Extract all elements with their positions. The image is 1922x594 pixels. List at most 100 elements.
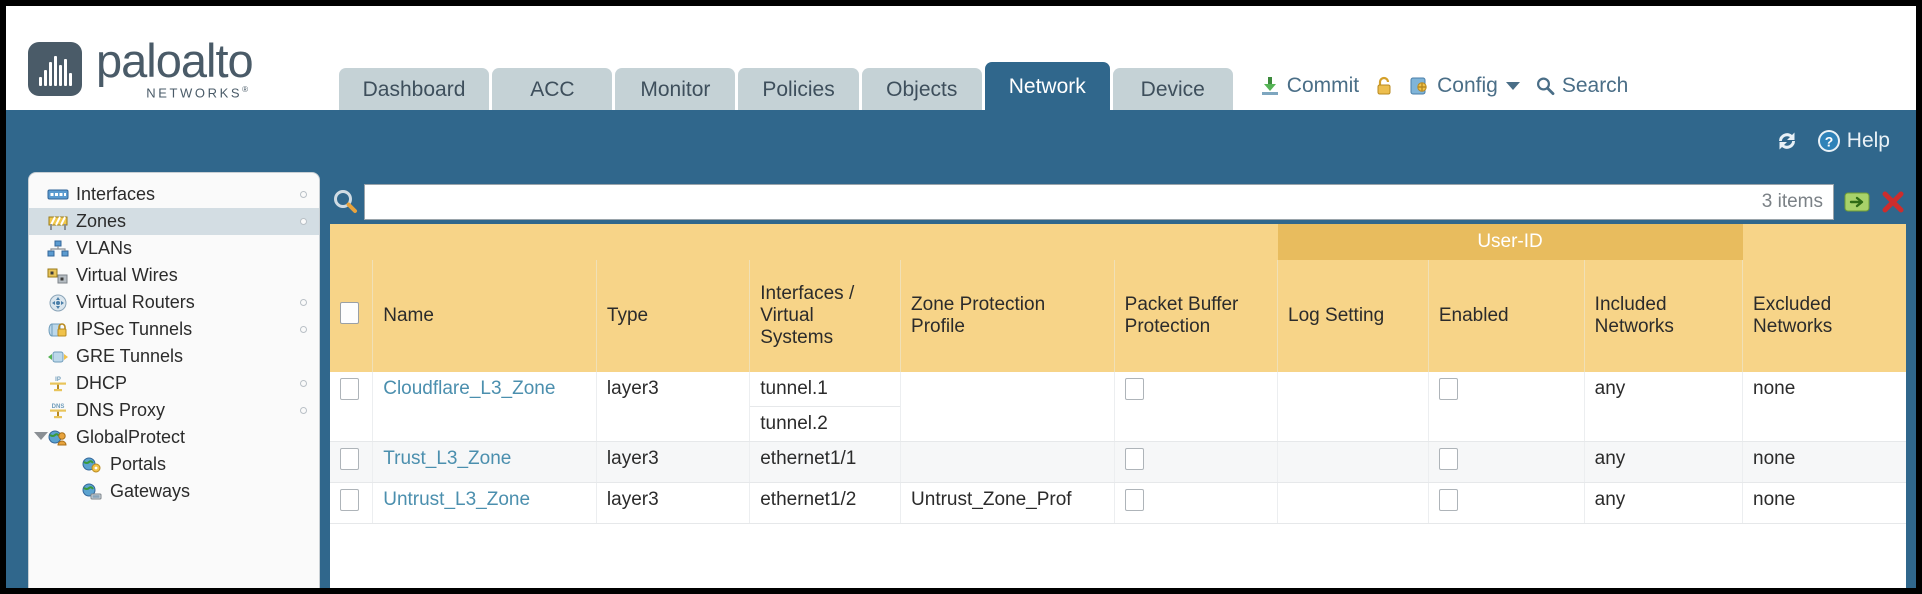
column-header-userid-enabled[interactable]: Enabled: [1427, 260, 1585, 372]
zone-interfaces-cell: ethernet1/1: [749, 441, 901, 483]
brand-name: paloalto: [96, 33, 254, 87]
ipsec-tunnels-icon: [47, 321, 69, 339]
tab-acc[interactable]: ACC: [492, 68, 613, 110]
sidebar-item-dhcp[interactable]: IP DHCP: [29, 370, 319, 397]
sidebar-item-globalprotect[interactable]: GlobalProtect: [29, 424, 319, 451]
userid-enabled-checkbox[interactable]: [1438, 378, 1458, 400]
sub-bar: ? Help: [6, 110, 1916, 172]
zone-name-link[interactable]: Untrust_L3_Zone: [383, 489, 531, 510]
gateways-icon: [81, 483, 103, 501]
column-header-zone-protection-profile[interactable]: Zone Protection Profile: [900, 260, 1115, 372]
row-checkbox[interactable]: [340, 378, 359, 400]
refresh-icon[interactable]: [1774, 128, 1800, 154]
commit-label: Commit: [1286, 74, 1360, 97]
apply-filter-button[interactable]: [1844, 189, 1870, 215]
zone-name-link[interactable]: Cloudflare_L3_Zone: [383, 378, 556, 399]
packet-buffer-protection-checkbox[interactable]: [1124, 378, 1144, 400]
column-header-type[interactable]: Type: [595, 260, 750, 372]
sidebar-item-label: Virtual Routers: [76, 292, 195, 312]
packet-buffer-protection-checkbox[interactable]: [1124, 489, 1144, 511]
included-networks-cell: any: [1583, 482, 1743, 524]
tab-objects[interactable]: Objects: [861, 68, 982, 110]
column-header-interfaces[interactable]: Interfaces / Virtual Systems: [749, 260, 901, 372]
sidebar-item-dns-proxy[interactable]: DNS DNS Proxy: [29, 397, 319, 424]
main-nav-tabs: Dashboard ACC Monitor Policies Objects N…: [338, 6, 1233, 110]
column-header-excluded-networks[interactable]: Excluded Networks: [1742, 260, 1906, 372]
sidebar-item-zones[interactable]: Zones: [29, 208, 319, 235]
sidebar-item-gateways[interactable]: Gateways: [29, 478, 319, 505]
zone-protection-profile-cell: [900, 372, 1115, 442]
interface-entry: tunnel.1: [750, 372, 901, 407]
search-icon: [1534, 75, 1556, 97]
commit-button[interactable]: Commit: [1259, 74, 1359, 98]
page-body: Interfaces Zones: [6, 172, 1916, 588]
tab-dashboard[interactable]: Dashboard: [338, 68, 490, 110]
dns-proxy-icon: DNS: [47, 402, 69, 420]
userid-enabled-checkbox[interactable]: [1438, 448, 1458, 470]
sidebar-item-virtual-routers[interactable]: Virtual Routers: [29, 289, 319, 316]
zone-name-cell: Untrust_L3_Zone: [372, 482, 597, 524]
zones-table: User-ID Name Type Interfaces / Virtual S…: [330, 224, 1906, 588]
column-header-included-networks[interactable]: Included Networks: [1583, 260, 1743, 372]
sidebar-item-interfaces[interactable]: Interfaces: [29, 181, 319, 208]
gre-tunnels-icon: [47, 348, 69, 366]
sidebar-item-label: VLANs: [76, 238, 133, 258]
sidebar-item-vlans[interactable]: VLANs: [29, 235, 319, 262]
sidebar-item-label: IPSec Tunnels: [76, 319, 193, 339]
clear-filter-button[interactable]: [1880, 189, 1906, 215]
tab-network[interactable]: Network: [984, 62, 1110, 110]
zone-protection-profile-cell: [900, 441, 1115, 483]
main-panel: 3 items: [320, 172, 1916, 588]
search-input[interactable]: 3 items: [364, 184, 1834, 220]
zone-interfaces-cell: ethernet1/2: [749, 482, 901, 524]
config-menu[interactable]: Config: [1409, 74, 1520, 98]
table-row[interactable]: Untrust_L3_Zone layer3 ethernet1/2 Untru…: [330, 482, 1906, 524]
row-select-cell: [330, 482, 373, 524]
help-label: Help: [1846, 129, 1890, 152]
search-button[interactable]: Search: [1534, 74, 1629, 98]
packet-buffer-protection-checkbox[interactable]: [1124, 448, 1144, 470]
sidebar-item-gre-tunnels[interactable]: GRE Tunnels: [29, 343, 319, 370]
row-checkbox[interactable]: [340, 448, 359, 470]
collapse-triangle-icon[interactable]: [34, 432, 48, 440]
config-label: Config: [1437, 74, 1498, 97]
tab-monitor[interactable]: Monitor: [615, 68, 736, 110]
tab-policies[interactable]: Policies: [738, 68, 859, 110]
group-header-user-id: User-ID: [1277, 224, 1743, 260]
sidebar-item-ipsec-tunnels[interactable]: IPSec Tunnels: [29, 316, 319, 343]
zone-name-link[interactable]: Trust_L3_Zone: [383, 448, 512, 469]
sidebar-item-label: GlobalProtect: [76, 427, 186, 447]
userid-enabled-checkbox[interactable]: [1438, 489, 1458, 511]
excluded-networks-cell: none: [1742, 482, 1906, 524]
column-header-log-setting[interactable]: Log Setting: [1277, 260, 1429, 372]
globalprotect-icon: [47, 429, 69, 447]
table-row[interactable]: Cloudflare_L3_Zone layer3 tunnel.1 tunne…: [330, 372, 1906, 442]
column-header-packet-buffer-protection[interactable]: Packet Buffer Protection: [1113, 260, 1278, 372]
group-header-row: User-ID: [330, 224, 1906, 260]
interface-entry: ethernet1/2: [760, 489, 857, 510]
column-header-name[interactable]: Name: [372, 260, 597, 372]
tab-device[interactable]: Device: [1112, 68, 1233, 110]
table-row[interactable]: Trust_L3_Zone layer3 ethernet1/1: [330, 441, 1906, 483]
select-all-checkbox[interactable]: [340, 302, 359, 324]
row-checkbox[interactable]: [340, 489, 359, 511]
search-label: Search: [1561, 74, 1629, 97]
help-button[interactable]: ? Help: [1816, 128, 1890, 154]
zone-name-cell: Cloudflare_L3_Zone: [372, 372, 597, 442]
zones-icon: [47, 213, 69, 231]
zone-type-cell: layer3: [595, 482, 750, 524]
sidebar-item-virtual-wires[interactable]: Virtual Wires: [29, 262, 319, 289]
search-icon[interactable]: [330, 187, 360, 217]
svg-text:IP: IP: [55, 377, 61, 383]
table-body: Cloudflare_L3_Zone layer3 tunnel.1 tunne…: [330, 372, 1906, 524]
virtual-routers-icon: [47, 294, 69, 312]
table-head: User-ID Name Type Interfaces / Virtual S…: [330, 224, 1906, 372]
packet-buffer-protection-cell: [1113, 372, 1278, 442]
commit-icon: [1259, 75, 1281, 97]
zone-interfaces-cell: tunnel.1 tunnel.2: [749, 372, 901, 442]
help-icon: ?: [1816, 128, 1842, 154]
excluded-networks-cell: none: [1742, 372, 1906, 442]
sidebar-item-portals[interactable]: Portals: [29, 451, 319, 478]
sidebar-item-label: DNS Proxy: [76, 400, 166, 420]
padlock-icon[interactable]: [1373, 75, 1395, 97]
